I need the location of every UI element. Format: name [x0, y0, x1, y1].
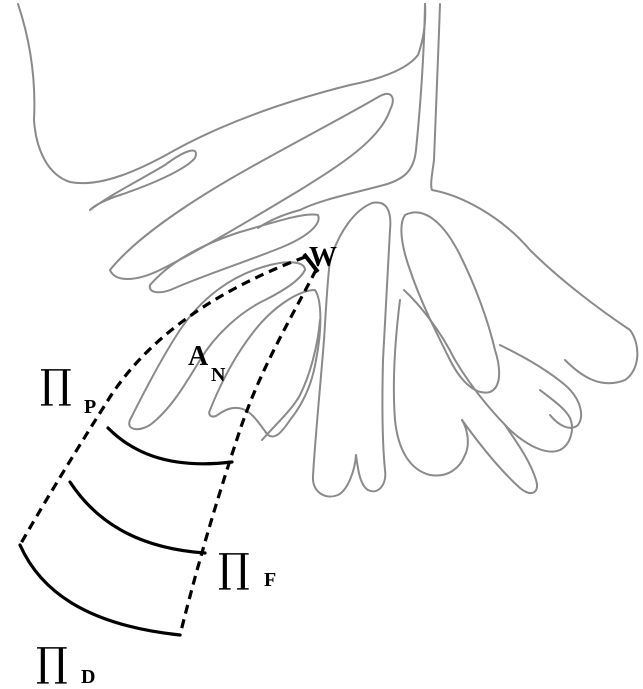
label-pi-f-subscript: F: [264, 569, 276, 591]
label-pi-p-subscript: P: [84, 396, 96, 418]
section-arcs: [20, 428, 232, 635]
label-pi-f: ∏: [218, 546, 250, 592]
arc-distal: [20, 545, 180, 635]
arc-proximal: [108, 428, 232, 464]
label-a-subscript: N: [211, 364, 226, 386]
label-w: W: [309, 242, 337, 273]
arc-far: [70, 482, 205, 553]
label-pi-d: ∏: [36, 640, 68, 686]
label-pi-d-subscript: D: [81, 666, 95, 688]
label-pi-p: ∏: [40, 362, 72, 408]
label-a: A: [188, 341, 209, 372]
